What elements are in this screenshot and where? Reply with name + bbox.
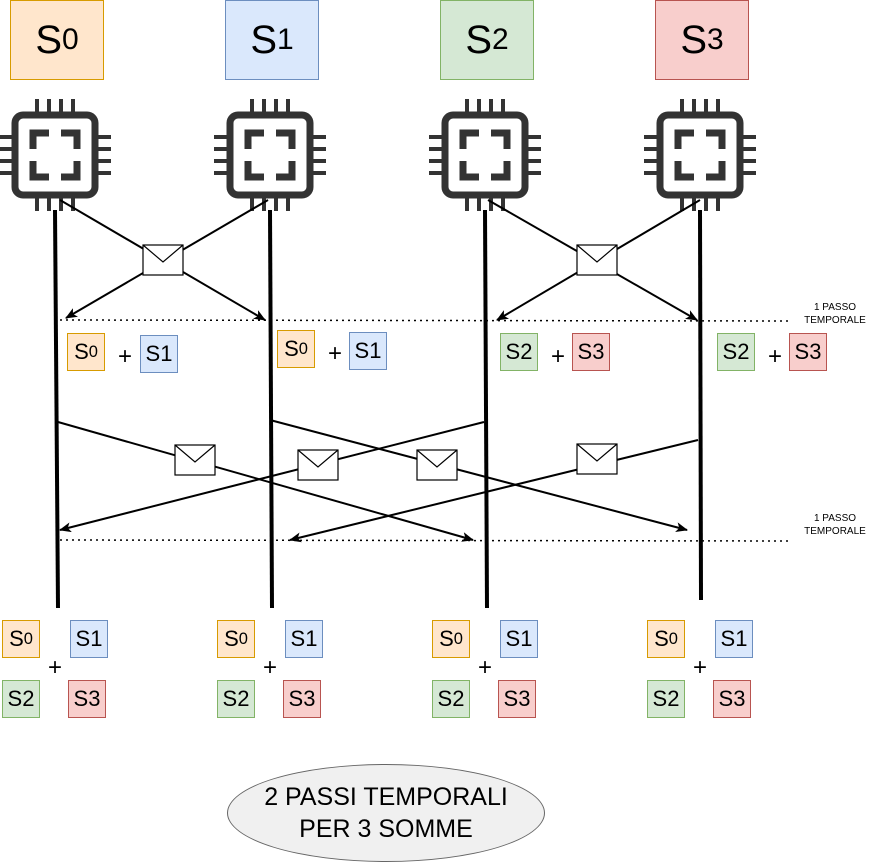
processor-icon-0: [0, 99, 111, 211]
result-term: S3: [498, 680, 536, 718]
partial-sum-term: S1: [140, 335, 178, 373]
result-term: S1: [70, 620, 108, 658]
result-term: S3: [68, 680, 106, 718]
summary-text: 2 PASSI TEMPORALI PER 3 SOMME: [264, 783, 508, 843]
time-step-label: 1 PASSO TEMPORALE: [804, 302, 866, 326]
result-term: S1: [500, 620, 538, 658]
partial-sum-term: S3: [789, 333, 827, 371]
result-term: S2: [2, 680, 40, 718]
plus-sign: +: [327, 340, 342, 367]
plus-sign: +: [47, 654, 62, 681]
partial-sum-term: S3: [572, 333, 610, 371]
time-step-line-2: [59, 539, 791, 542]
message-arrow-3-to-1: [289, 439, 699, 543]
result-term: S2: [217, 680, 255, 718]
time-step-label: 1 PASSO TEMPORALE: [804, 513, 866, 537]
plus-sign: +: [550, 343, 565, 370]
partial-sum-term: S2: [500, 333, 538, 371]
result-term: S2: [432, 680, 470, 718]
result-term: S1: [715, 620, 753, 658]
envelope-icon: [174, 444, 216, 476]
summary-ellipse: 2 PASSI TEMPORALI PER 3 SOMME: [227, 764, 545, 862]
envelope-icon: [142, 244, 184, 276]
partial-sum-term: S2: [717, 333, 755, 371]
result-term: S2: [647, 680, 685, 718]
message-arrow-2-to-0: [59, 421, 485, 533]
envelope-icon: [416, 449, 458, 481]
message-arrow-1-to-3: [269, 419, 688, 533]
result-term: S3: [713, 680, 751, 718]
result-term: S1: [285, 620, 323, 658]
processor-icon-3: [644, 99, 756, 211]
plus-sign: +: [117, 343, 132, 370]
plus-sign: +: [477, 654, 492, 681]
plus-sign: +: [692, 654, 707, 681]
envelope-icon: [576, 244, 618, 276]
timeline-1: [268, 209, 274, 609]
partial-sum-term: S1: [349, 332, 387, 370]
time-step-line-1: [59, 319, 791, 322]
envelope-icon: [297, 449, 339, 481]
plus-sign: +: [767, 343, 782, 370]
message-arrow-0-to-2: [57, 421, 474, 542]
envelope-icon: [576, 443, 618, 475]
processor-icon-1: [214, 99, 326, 211]
timeline-2: [483, 209, 489, 609]
processor-icon-2: [429, 99, 541, 211]
timeline-3: [698, 209, 703, 601]
plus-sign: +: [262, 654, 277, 681]
timeline-0: [53, 209, 60, 609]
result-term: S3: [283, 680, 321, 718]
